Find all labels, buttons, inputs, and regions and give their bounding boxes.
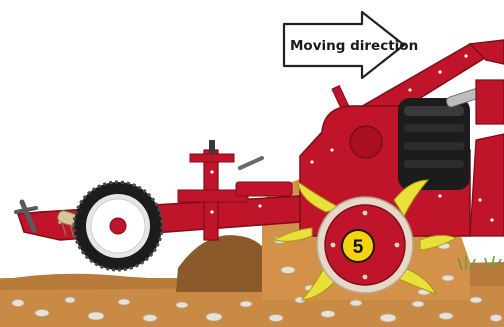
rotor-number: 5 (353, 237, 364, 258)
lever (240, 158, 262, 168)
post-top-bar (190, 154, 234, 162)
right-post (476, 80, 504, 124)
wheel-hub (110, 218, 126, 234)
housing-cap (350, 126, 382, 158)
direction-arrow-icon: Moving direction (284, 12, 418, 78)
connector-block (236, 182, 292, 196)
packer-wheel-icon (74, 182, 162, 270)
handle-grip (16, 208, 36, 212)
direction-label: Moving direction (290, 38, 418, 54)
post-knob (209, 140, 215, 154)
right-frame (470, 134, 504, 236)
soil-ridge (176, 235, 276, 292)
hydraulic-motor (398, 98, 470, 190)
